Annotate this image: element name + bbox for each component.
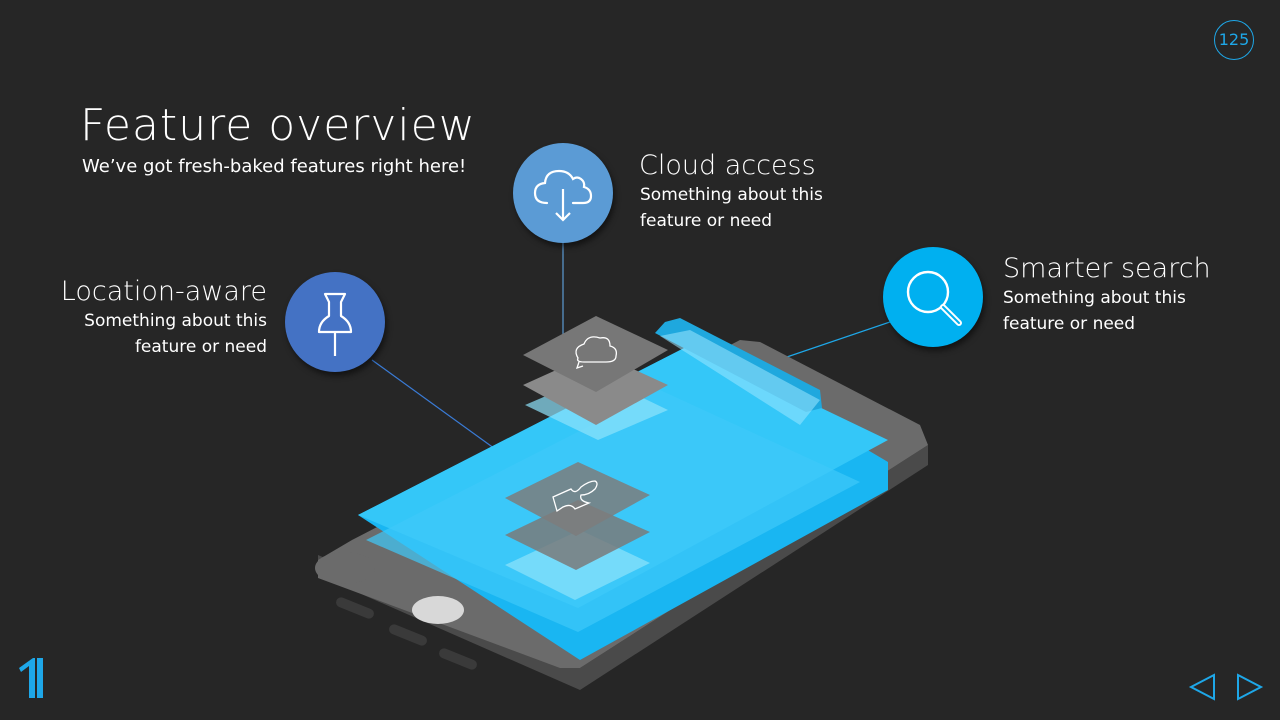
connector-search: [777, 321, 891, 361]
triangle-right-icon: [1237, 673, 1264, 701]
next-slide-button[interactable]: [1234, 672, 1264, 702]
cloud-tile: [523, 316, 668, 392]
slide-subtitle: We’ve got fresh-baked features right her…: [82, 156, 467, 177]
pushpin-icon: [317, 292, 353, 356]
search-feature-circle[interactable]: [883, 247, 983, 347]
slide-title: Feature overview: [80, 100, 476, 151]
cloud-feature-description: Something about this feature or need: [640, 185, 823, 231]
cloud-feature-title: Cloud access: [639, 150, 816, 181]
home-button: [412, 596, 464, 624]
location-feature-description: Something about this feature or need: [84, 311, 267, 357]
brand-logo-icon: [19, 658, 43, 698]
location-feature-title: Location-aware: [60, 276, 267, 307]
triangle-left-icon: [1188, 673, 1215, 701]
cloud-feature-circle[interactable]: [513, 143, 613, 243]
cloud-tile-icon: [575, 336, 618, 370]
location-feature-circle[interactable]: [285, 272, 385, 372]
location-tile: [505, 462, 650, 536]
magnifier-icon: [906, 270, 962, 326]
search-feature-description: Something about this feature or need: [1003, 288, 1186, 334]
location-tile-icon: [552, 480, 598, 513]
page-number: 125: [1214, 20, 1254, 60]
cloud-download-icon: [533, 169, 593, 222]
search-feature-title: Smarter search: [1003, 253, 1211, 284]
prev-slide-button[interactable]: [1188, 672, 1218, 702]
